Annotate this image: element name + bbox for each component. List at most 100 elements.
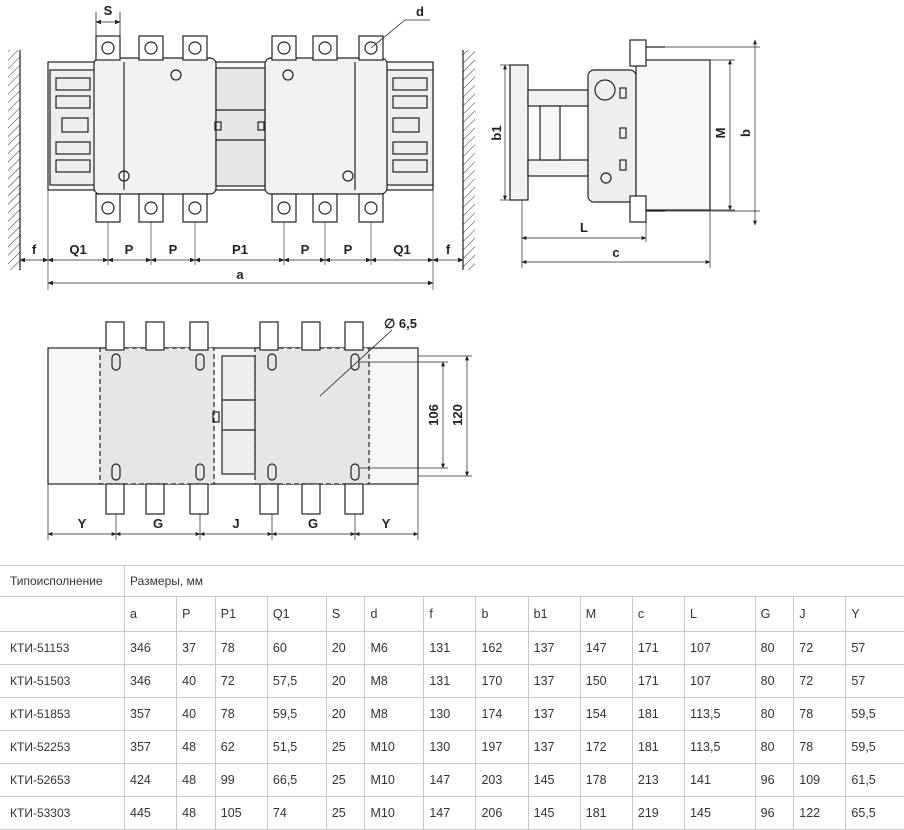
table-cell: 147 [580,632,632,665]
label-c: c [612,245,619,260]
table-cell: 60 [267,632,326,665]
table-cell: 72 [794,665,846,698]
label-Y-right: Y [382,516,391,531]
label-106: 106 [426,404,441,426]
label-J: J [232,516,239,531]
table-cell: M6 [365,632,424,665]
table-cell: 78 [794,731,846,764]
label-M: M [713,128,728,139]
table-cell: 174 [476,698,528,731]
table-cell: M8 [365,665,424,698]
column-header: S [326,597,365,632]
dims-header: Размеры, мм [125,566,904,597]
table-cell: 346 [125,632,177,665]
table-cell: 78 [215,698,267,731]
table-cell: 37 [177,632,216,665]
table-cell: 62 [215,731,267,764]
table-cell: 113,5 [685,698,756,731]
column-header: a [125,597,177,632]
table-cell: 130 [424,698,476,731]
column-header: J [794,597,846,632]
label-f-left: f [32,242,37,257]
table-cell: 99 [215,764,267,797]
label-q1-left: Q1 [69,242,86,257]
label-S: S [104,3,113,18]
table-cell: 80 [755,698,794,731]
label-L: L [580,220,588,235]
bottom-terminals [96,194,383,222]
label-d: d [416,4,424,19]
table-cell: 357 [125,698,177,731]
table-cell: 137 [528,698,580,731]
column-header: G [755,597,794,632]
table-cell: 25 [326,764,365,797]
label-b1: b1 [489,125,504,140]
table-cell: 40 [177,698,216,731]
table-cell: 137 [528,665,580,698]
table-cell: 137 [528,632,580,665]
label-Y-left: Y [78,516,87,531]
table-cell: 172 [580,731,632,764]
table-cell: 131 [424,665,476,698]
table-cell: 59,5 [267,698,326,731]
table-cell: 346 [125,665,177,698]
table-cell: 131 [424,632,476,665]
empty-cell [0,597,125,632]
column-header: L [685,597,756,632]
table-cell: 150 [580,665,632,698]
label-p-3: P [301,242,310,257]
label-q1-right: Q1 [393,242,410,257]
row-type-name: КТИ-51153 [0,632,125,665]
table-cell: 61,5 [846,764,904,797]
table-cell: M10 [365,731,424,764]
label-b: b [738,129,753,137]
column-header: Y [846,597,904,632]
label-120: 120 [450,404,465,426]
table-cell: 20 [326,698,365,731]
label-a: a [236,267,244,282]
table-cell: 59,5 [846,731,904,764]
table-cell: 109 [794,764,846,797]
table-cell: 145 [528,764,580,797]
label-p-4: P [344,242,353,257]
table-cell: 25 [326,731,365,764]
table-cell: 147 [424,764,476,797]
column-header: M [580,597,632,632]
table-cell: 57 [846,665,904,698]
table-cell: 51,5 [267,731,326,764]
table-cell: 171 [632,632,684,665]
table-cell: 96 [755,764,794,797]
table-cell: 78 [215,632,267,665]
table-cell: 203 [476,764,528,797]
table-cell: 57 [846,632,904,665]
table-cell: 162 [476,632,528,665]
table-cell: 171 [632,665,684,698]
column-header: f [424,597,476,632]
table-cell: 80 [755,731,794,764]
table-cell: 170 [476,665,528,698]
table-cell: 213 [632,764,684,797]
row-type-name: КТИ-52253 [0,731,125,764]
table-cell: M8 [365,698,424,731]
column-header: P1 [215,597,267,632]
table-cell: 197 [476,731,528,764]
label-p-1: P [125,242,134,257]
table-cell: 78 [794,698,846,731]
table-cell: 72 [794,632,846,665]
table-cell: 72 [215,665,267,698]
label-G-right: G [308,516,318,531]
table-cell: 107 [685,632,756,665]
table-cell: 66,5 [267,764,326,797]
table-cell: 20 [326,632,365,665]
table-cell: 181 [632,698,684,731]
table-cell: 107 [685,665,756,698]
table-cell: 137 [528,731,580,764]
column-header: d [365,597,424,632]
table-cell: 130 [424,731,476,764]
label-hole-diameter: ∅ 6,5 [384,316,417,331]
table-cell: M10 [365,764,424,797]
table-cell: 178 [580,764,632,797]
